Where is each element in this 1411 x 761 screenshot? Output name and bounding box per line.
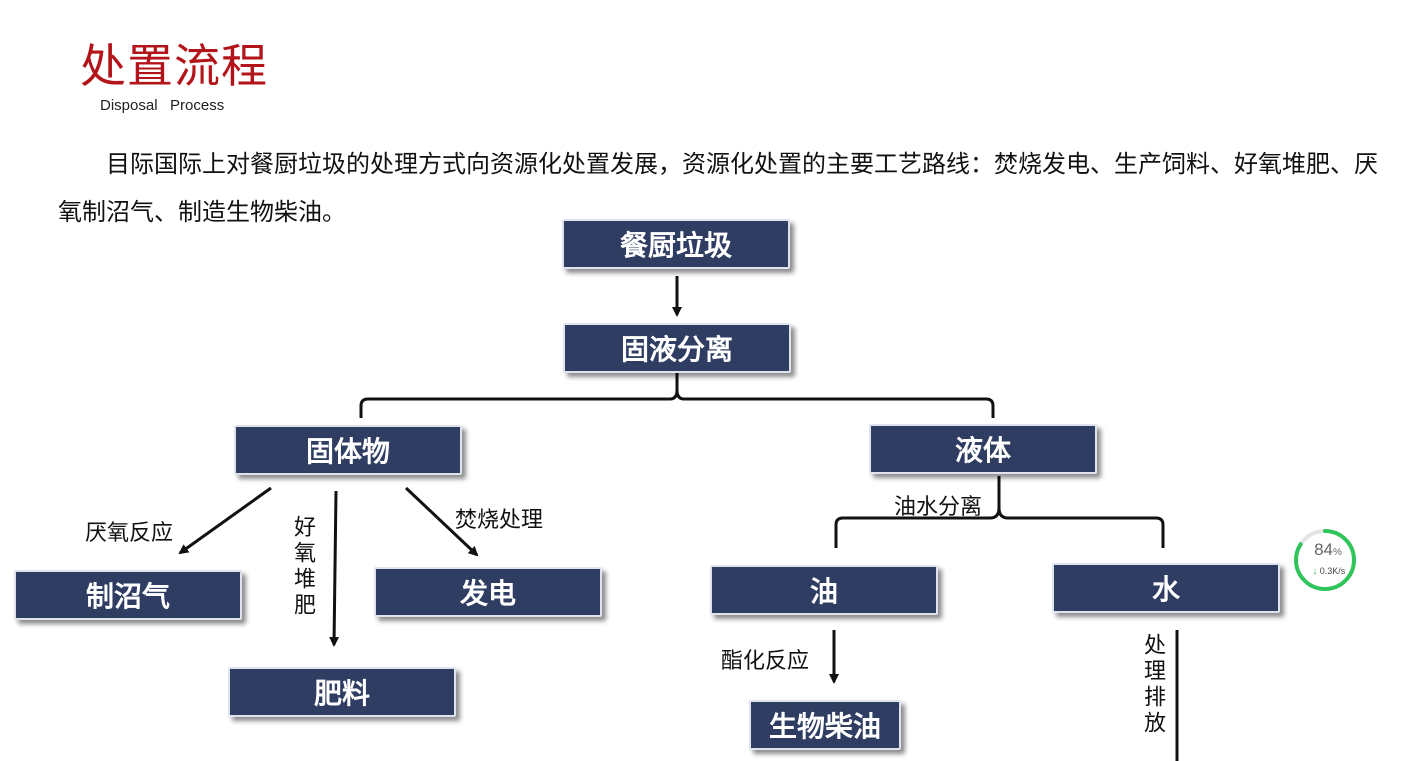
arrow-solid-to-biogas — [178, 486, 272, 555]
node-water: 水 — [1052, 563, 1280, 613]
label-incineration: 焚烧处理 — [455, 508, 544, 533]
speed-gauge-widget[interactable] — [1293, 528, 1357, 592]
node-power: 发电 — [374, 567, 602, 617]
node-biogas: 制沼气 — [14, 570, 242, 620]
label-oil-water-separation: 油水分离 — [894, 495, 983, 520]
arrow-solid-to-fertilizer — [329, 490, 340, 647]
label-anaerobic: 厌氧反应 — [85, 521, 174, 546]
gauge-progress-ring — [1294, 529, 1356, 591]
node-fertilizer: 肥料 — [228, 667, 456, 717]
label-esterification: 酯化反应 — [721, 649, 810, 674]
node-solid: 固体物 — [234, 425, 462, 475]
node-kitchen-waste: 餐厨垃圾 — [562, 219, 790, 269]
brace-separation — [359, 372, 995, 418]
page-subtitle: Disposal Process — [100, 97, 225, 114]
download-arrow-icon: ↓ — [1312, 566, 1318, 576]
intro-paragraph: 目际国际上对餐厨垃圾的处理方式向资源化处置发展，资源化处置的主要工艺路线：焚烧发… — [58, 150, 1378, 226]
node-oil: 油 — [710, 565, 938, 615]
page-title: 处置流程 — [80, 39, 268, 93]
node-liquid: 液体 — [869, 424, 1097, 474]
brace-liquid — [834, 476, 1165, 548]
arrow-solid-to-power — [404, 486, 479, 557]
label-aerobic: 好氧堆肥 — [290, 515, 315, 619]
node-biodiesel: 生物柴油 — [749, 700, 901, 750]
label-treat-discharge: 处理排放 — [1140, 633, 1165, 737]
gauge-percent: 84% — [1314, 540, 1342, 559]
node-solid-liquid-separation: 固液分离 — [563, 323, 791, 373]
gauge-speed: ↓ 0.3K/s — [1312, 566, 1346, 576]
